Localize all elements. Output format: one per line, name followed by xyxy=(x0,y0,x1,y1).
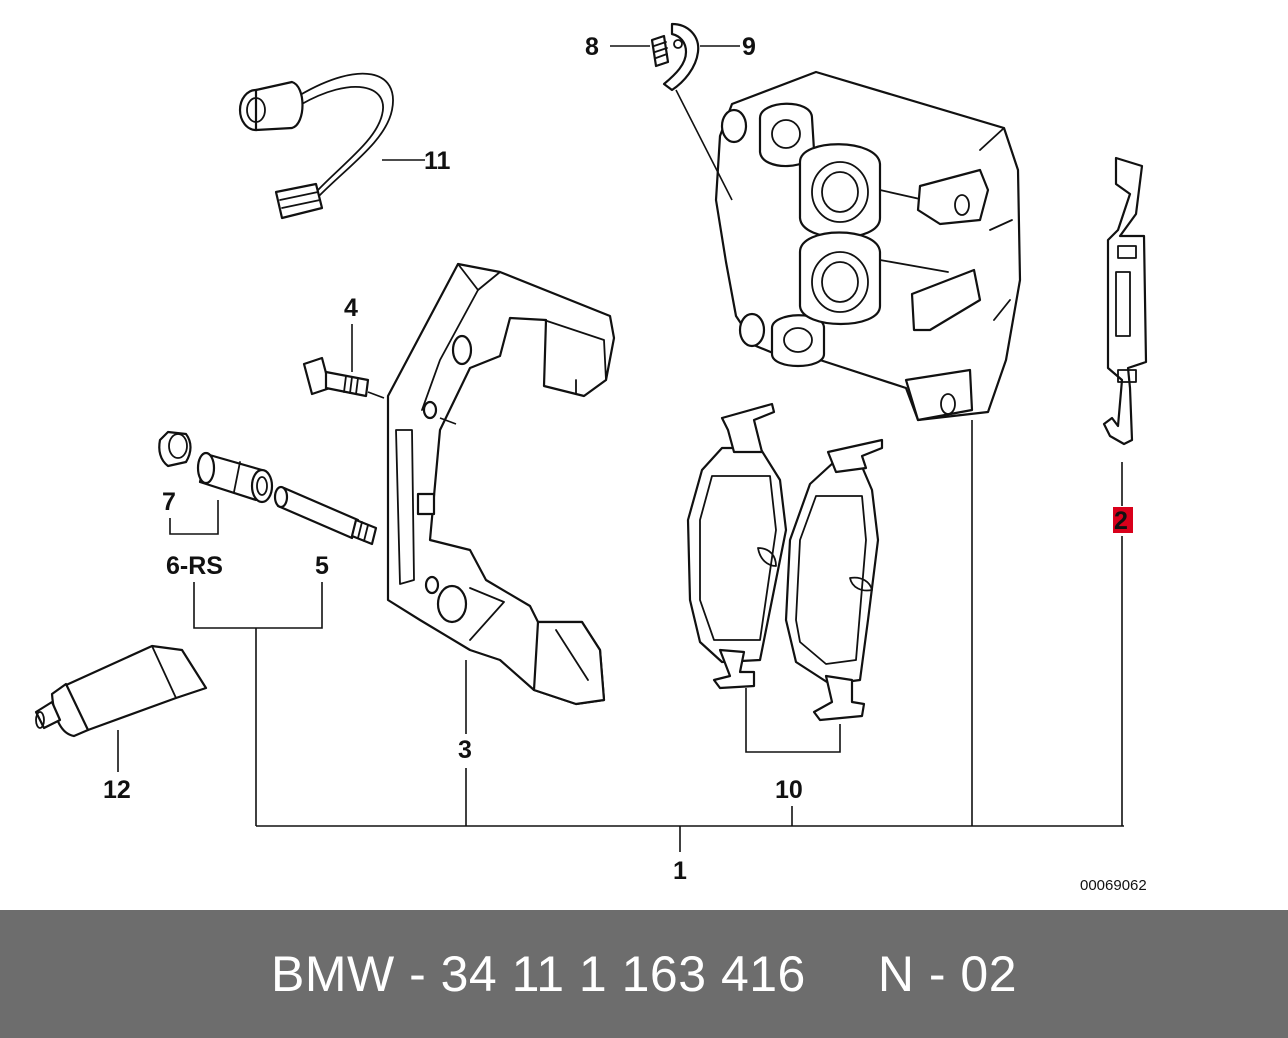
brake-pad-inner-drawing xyxy=(686,402,788,690)
label-part-7[interactable]: 7 xyxy=(162,488,176,516)
label-part-10[interactable]: 10 xyxy=(775,776,803,804)
leader-lines xyxy=(117,45,1124,852)
parts-diagram: 11 8 9 4 7 6-RS 5 12 3 10 1 2 00069062 xyxy=(34,22,1148,894)
label-part-3[interactable]: 3 xyxy=(458,736,472,764)
cap-drawing xyxy=(158,430,192,468)
brake-pad-outer-drawing xyxy=(784,438,884,722)
label-part-8[interactable]: 8 xyxy=(585,33,599,61)
caption-gap xyxy=(806,946,878,1002)
guide-bolt-drawing xyxy=(302,356,370,398)
label-part-6-rs[interactable]: 6-RS xyxy=(166,552,223,580)
highlight-box xyxy=(1113,507,1133,533)
wear-sensor-drawing xyxy=(238,72,394,220)
grease-tube-drawing xyxy=(34,644,208,738)
brand-name: BMW xyxy=(270,946,395,1002)
guide-pin-drawing xyxy=(273,485,378,546)
caption-separator: - xyxy=(394,946,441,1002)
variant-code: N - 02 xyxy=(877,946,1018,1002)
footer-bar: BMW - 34 11 1 163 416 N - 02 xyxy=(0,910,1288,1038)
bleeder-clip-drawing xyxy=(650,22,700,92)
part-number-caption: BMW - 34 11 1 163 416 N - 02 xyxy=(271,945,1017,1003)
caliper-carrier-drawing xyxy=(386,262,616,706)
label-part-11[interactable]: 11 xyxy=(424,147,451,175)
label-part-2[interactable]: 2 xyxy=(1114,507,1128,535)
label-part-9[interactable]: 9 xyxy=(742,33,756,61)
label-part-4[interactable]: 4 xyxy=(344,294,358,322)
label-part-5[interactable]: 5 xyxy=(315,552,329,580)
part-number: 34 11 1 163 416 xyxy=(440,946,806,1002)
diagram-reference-code: 00069062 xyxy=(1080,877,1147,894)
label-part-12[interactable]: 12 xyxy=(103,776,131,804)
anti-rattle-spring-drawing xyxy=(1102,156,1148,446)
caliper-housing-drawing xyxy=(714,70,1022,422)
bushing-drawing xyxy=(196,451,274,504)
label-part-1[interactable]: 1 xyxy=(673,857,687,885)
